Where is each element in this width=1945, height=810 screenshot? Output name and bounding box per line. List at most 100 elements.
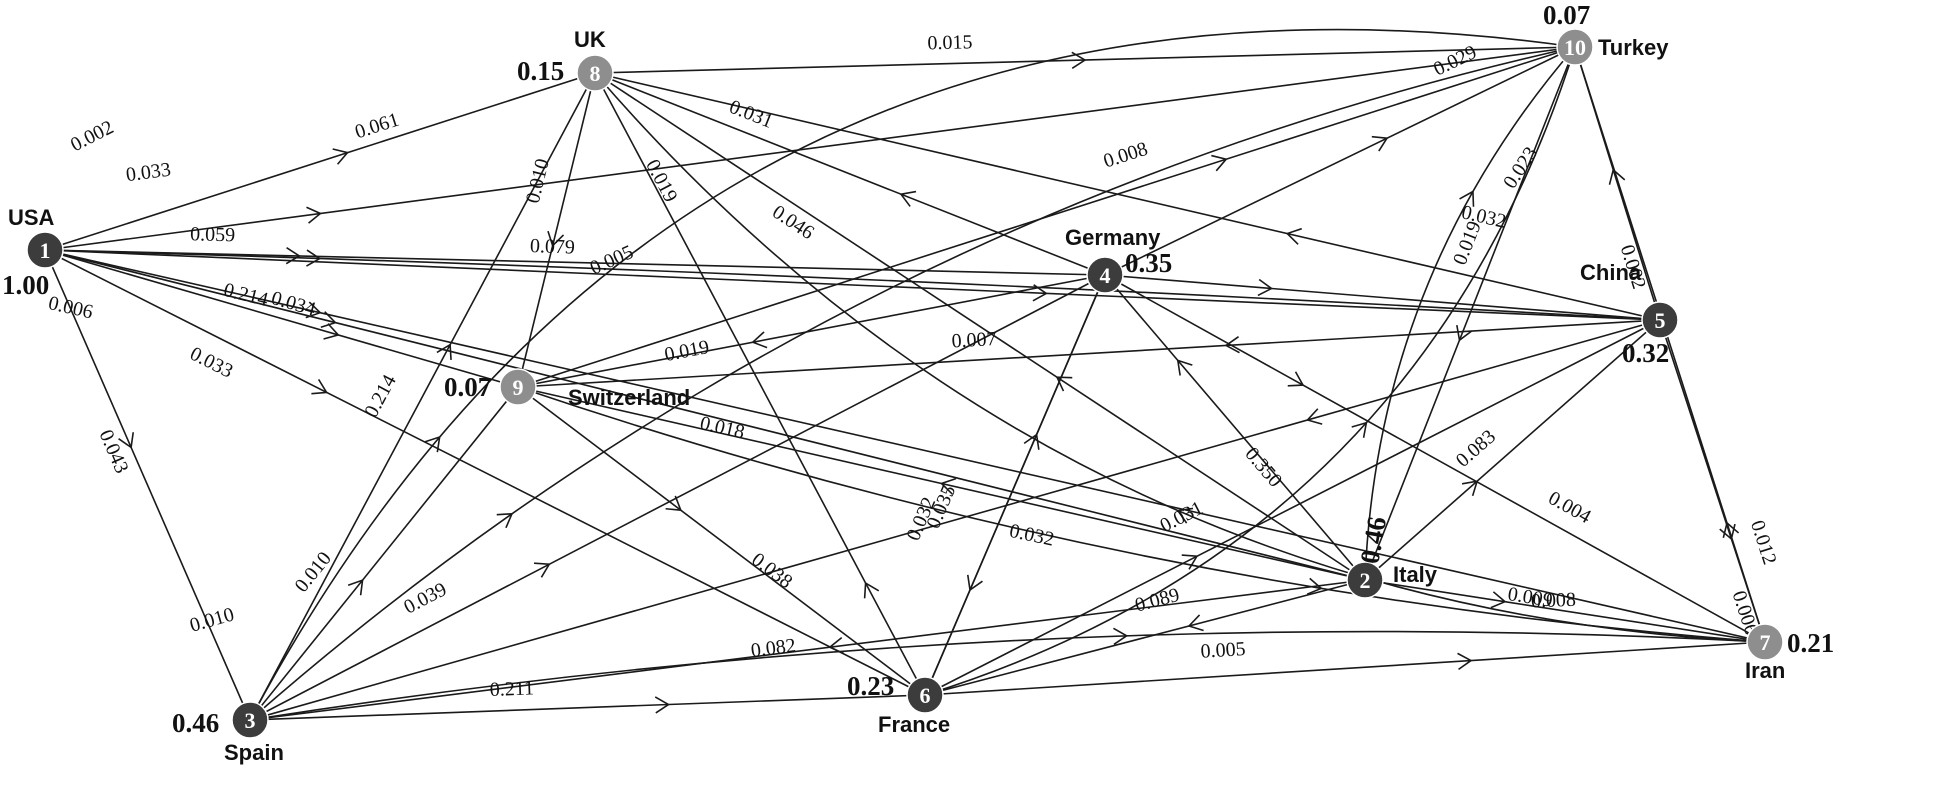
edge-1-4 xyxy=(44,249,1106,276)
edge-arrow-4-6 xyxy=(966,574,983,592)
node-number: 1 xyxy=(40,238,51,263)
edge-10-2 xyxy=(1364,46,1576,581)
edge-arrow-5-10 xyxy=(1608,168,1626,185)
node-circle xyxy=(1556,28,1594,66)
edge-2-6 xyxy=(924,579,1366,696)
edge-arrow-4-8 xyxy=(899,190,917,207)
country-label: Switzerland xyxy=(568,385,690,410)
edge-weight-2-10: 0.023 xyxy=(1499,143,1542,193)
edge-4-9 xyxy=(517,274,1106,388)
node-number: 6 xyxy=(920,683,931,708)
edge-1-6 xyxy=(44,249,926,696)
edge-4-6 xyxy=(924,274,1106,696)
edge-arrow-4-10 xyxy=(1371,135,1389,152)
edge-arrow-6-10 xyxy=(1351,421,1368,438)
country-label: Iran xyxy=(1745,658,1785,683)
edge-1-2 xyxy=(44,249,1366,581)
edge-6-5 xyxy=(924,319,1661,696)
edge-2-4 xyxy=(1104,274,1366,581)
edge-weight-3-8: 0.214 xyxy=(360,371,401,421)
edge-arrow-2-4 xyxy=(1176,359,1193,376)
edge-arrow-7-8 xyxy=(1176,507,1194,524)
node-value: 0.35 xyxy=(1125,248,1172,278)
edge-5-8 xyxy=(594,72,1661,321)
edge-arrow-4-5 xyxy=(1257,278,1274,297)
edge-arrow-4-7 xyxy=(1287,371,1305,387)
node-number: 4 xyxy=(1100,263,1111,288)
edge-weight-2-6: 0.089 xyxy=(1133,584,1182,617)
edge-1-9 xyxy=(44,249,519,388)
country-label: France xyxy=(878,712,950,737)
edge-weight-3-10: 0.002 xyxy=(67,116,117,156)
node-number: 7 xyxy=(1760,630,1771,655)
edge-arrow-5-3 xyxy=(1306,408,1323,425)
edge-3-8 xyxy=(249,72,596,721)
node-value: 0.07 xyxy=(1543,0,1590,30)
edge-9-7 xyxy=(517,386,1766,643)
edge-3-9 xyxy=(249,386,519,721)
edge-arrow-6-8 xyxy=(863,581,880,599)
edge-weight-6-8: 0.019 xyxy=(641,156,682,206)
edge-weight-4-9: 0.019 xyxy=(663,336,711,366)
edge-5-9 xyxy=(517,319,1661,388)
edge-weight-6-5: 0.031 xyxy=(1157,497,1207,537)
edge-3-4 xyxy=(249,274,1106,721)
country-label: Turkey xyxy=(1598,35,1669,60)
edge-4-10 xyxy=(1104,46,1576,276)
edge-3-10 xyxy=(249,28,1576,721)
edge-arrow-5-9 xyxy=(1224,336,1240,354)
edge-arrow-1-5 xyxy=(306,249,322,267)
edge-weight-5-9: 0.007 xyxy=(951,328,997,353)
node-value: 0.07 xyxy=(444,372,491,402)
node-number: 8 xyxy=(590,61,601,86)
edge-arrow-1-2 xyxy=(320,311,337,328)
node-circle xyxy=(576,54,614,92)
country-label: UK xyxy=(574,27,606,52)
edge-arrow-2-9 xyxy=(940,477,957,495)
edge-weight-1-2: 0.214 xyxy=(221,279,270,311)
country-label: USA xyxy=(8,205,55,230)
edge-weight-1-3: 0.043 xyxy=(95,427,133,477)
edge-weight-8-10: 0.015 xyxy=(927,31,973,54)
node-number: 3 xyxy=(245,708,256,733)
edge-1-8 xyxy=(44,72,596,251)
edge-weight-1-6: 0.033 xyxy=(186,343,236,383)
edge-9-6 xyxy=(517,386,926,696)
edge-arrow-9-7 xyxy=(1306,577,1323,595)
edge-weight-3-6: 0.211 xyxy=(489,677,534,701)
node-circle xyxy=(1086,256,1124,294)
edge-4-8 xyxy=(594,72,1106,276)
edge-weight-3-4: 0.039 xyxy=(400,578,450,618)
edge-7-8 xyxy=(594,72,1766,643)
node-circle xyxy=(1746,623,1784,661)
edge-2-5 xyxy=(1364,319,1661,581)
node-uk: 8 UK 0.15 xyxy=(517,27,614,92)
edge-arrow-8-9 xyxy=(547,230,565,248)
edge-weight-9-7: 0.032 xyxy=(1008,520,1057,551)
node-circle xyxy=(26,231,64,269)
edge-weight-2-8: 0.046 xyxy=(768,201,818,244)
edge-arrow-9-6 xyxy=(665,495,683,512)
node-value: 0.15 xyxy=(517,56,564,86)
country-label: China xyxy=(1580,260,1642,285)
edge-weight-1-7: 0.006 xyxy=(46,292,95,323)
node-circle xyxy=(499,368,537,406)
node-value: 0.32 xyxy=(1622,338,1669,368)
node-value: 0.21 xyxy=(1787,628,1834,658)
edge-8-9 xyxy=(517,72,596,388)
edge-arrow-3-10 xyxy=(496,512,514,529)
node-number: 2 xyxy=(1360,568,1371,593)
edge-arrow-2-6 xyxy=(1187,614,1204,632)
edge-arrow-2-8 xyxy=(1055,376,1073,392)
edge-arrow-1-9 xyxy=(323,323,340,340)
edge-3-7 xyxy=(249,630,1766,721)
edge-2-8 xyxy=(594,72,1366,581)
edge-arrow-3-7 xyxy=(1113,627,1129,645)
edge-2-3 xyxy=(249,579,1366,721)
